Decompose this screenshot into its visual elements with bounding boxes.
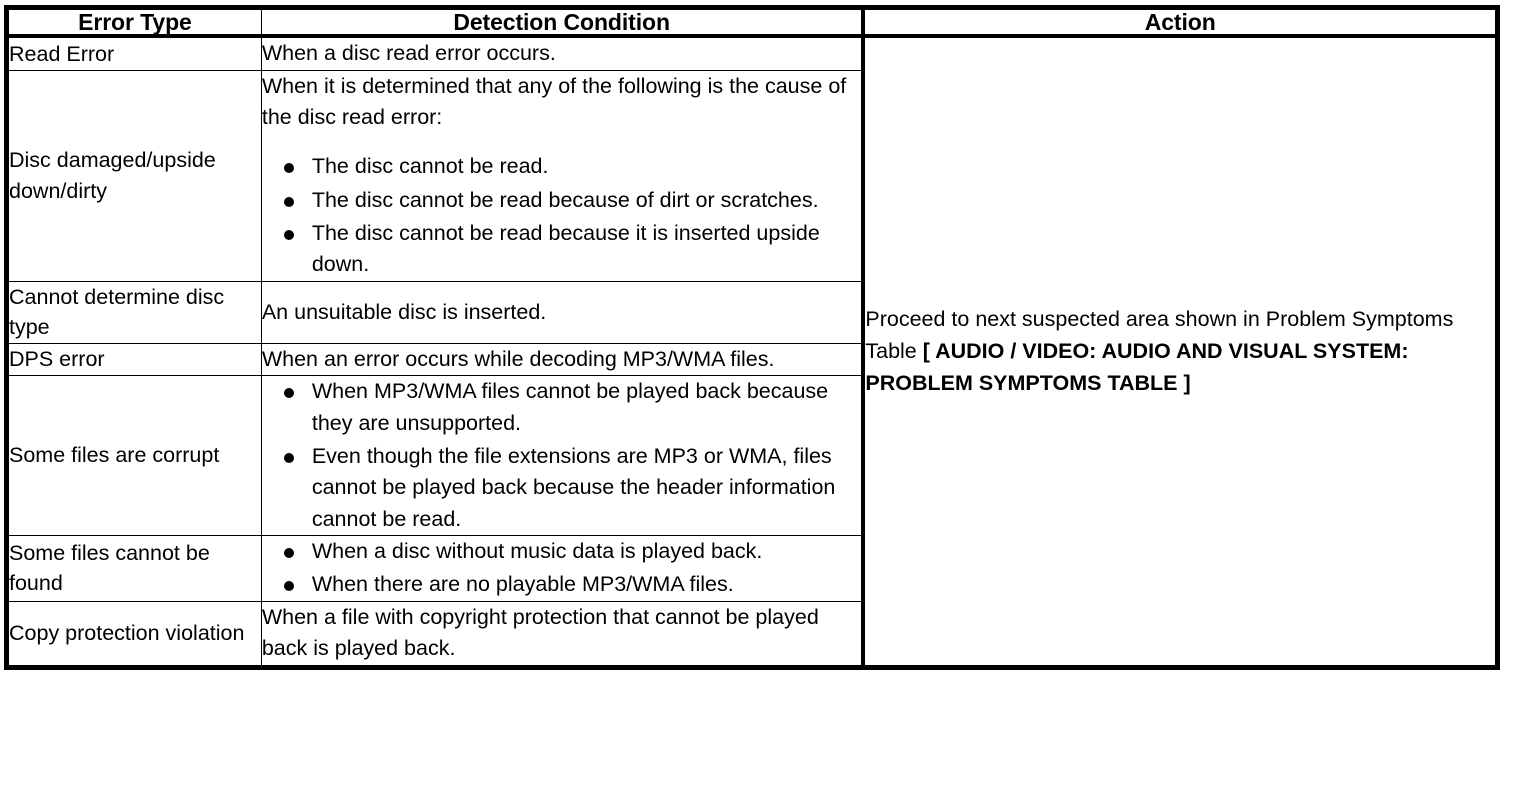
cell-error-type: Some files are corrupt: [6, 375, 262, 537]
list-item-label: When a disc without music data is played…: [311, 539, 763, 564]
condition-intro-text: When an error occurs while decoding MP3/…: [261, 346, 775, 371]
condition-intro-text: When a disc read error occurs.: [261, 41, 556, 66]
list-item: When a disc without music data is played…: [262, 536, 862, 567]
list-item-label: When there are no playable MP3/WMA files…: [311, 572, 734, 597]
cell-detection-condition: When a file with copyright protection th…: [260, 600, 864, 668]
table-row: Read Error When a disc read error occurs…: [6, 35, 1499, 668]
table-row: Some files cannot be found When a disc w…: [6, 535, 1498, 602]
cell-action: Proceed to next suspected area shown in …: [861, 35, 1499, 668]
list-item: The disc cannot be read because of dirt …: [262, 185, 862, 216]
bullet-dot-icon: [283, 388, 294, 399]
list-item-label: The disc cannot be read because of dirt …: [311, 187, 819, 212]
cell-error-type: Read Error: [6, 35, 262, 71]
bullet-dot-icon: [283, 548, 294, 559]
list-item: When MP3/WMA files cannot be played back…: [262, 376, 862, 439]
bullet-dot-icon: [283, 163, 294, 174]
list-item-label: When MP3/WMA files cannot be played back…: [311, 379, 829, 435]
list-item-label: The disc cannot be read.: [311, 154, 549, 179]
bullet-dot-icon: [283, 230, 294, 241]
cell-error-type: Copy protection violation: [6, 600, 262, 668]
table-row: Some files are corrupt When MP3/WMA file…: [6, 375, 1498, 537]
list-item-label: Even though the file extensions are MP3 …: [311, 443, 836, 531]
table-row: Cannot determine disc type An unsuitable…: [6, 280, 1498, 344]
error-diagnosis-table: Error Type Detection Condition Action Re…: [4, 5, 1500, 670]
cell-error-type: Disc damaged/upside down/dirty: [6, 69, 262, 282]
cell-error-type: Cannot determine disc type: [6, 280, 262, 344]
column-header-detection-condition: Detection Condition: [260, 7, 864, 39]
cell-error-type: Some files cannot be found: [6, 535, 262, 602]
action-reference-bold: [ AUDIO / VIDEO: AUDIO AND VISUAL SYSTEM…: [865, 339, 1409, 396]
condition-intro-text: When it is determined that any of the fo…: [261, 73, 847, 129]
table-row: DPS error When an error occurs while dec…: [6, 342, 1498, 377]
bullet-dot-icon: [283, 196, 294, 207]
cell-detection-condition: An unsuitable disc is inserted.: [260, 280, 864, 344]
column-header-error-type: Error Type: [6, 7, 262, 39]
cell-detection-condition: When it is determined that any of the fo…: [260, 69, 864, 282]
table-header: Error Type Detection Condition Action: [6, 7, 1499, 39]
list-item-label: The disc cannot be read because it is in…: [311, 221, 820, 277]
action-text: Proceed to next suspected area shown in …: [865, 303, 1495, 400]
header-row: Error Type Detection Condition Action: [6, 7, 1499, 39]
list-item: The disc cannot be read because it is in…: [262, 218, 862, 281]
condition-bullet-list: When a disc without music data is played…: [262, 536, 862, 601]
condition-bullet-list: When MP3/WMA files cannot be played back…: [262, 376, 862, 535]
bullet-dot-icon: [283, 452, 294, 463]
list-item: The disc cannot be read.: [262, 151, 862, 182]
cell-detection-condition: When a disc read error occurs.: [260, 35, 864, 71]
column-header-action: Action: [861, 7, 1499, 39]
cell-detection-condition: When an error occurs while decoding MP3/…: [260, 342, 864, 377]
condition-intro-text: When a file with copyright protection th…: [261, 604, 819, 661]
action-lead-text: Proceed to next suspected area shown in …: [865, 306, 1454, 364]
bullet-dot-icon: [283, 581, 294, 592]
table-row: Copy protection violation When a file wi…: [6, 600, 1498, 668]
cell-detection-condition: When MP3/WMA files cannot be played back…: [260, 375, 864, 537]
list-item: Even though the file extensions are MP3 …: [262, 441, 862, 535]
condition-bullet-list: The disc cannot be read. The disc cannot…: [262, 151, 862, 281]
list-item: When there are no playable MP3/WMA files…: [262, 569, 862, 600]
table-row: Disc damaged/upside down/dirty When it i…: [6, 69, 1498, 282]
table-body: Read Error When a disc read error occurs…: [6, 35, 1499, 668]
cell-detection-condition: When a disc without music data is played…: [260, 535, 864, 602]
cell-error-type: DPS error: [6, 342, 262, 377]
condition-intro-text: An unsuitable disc is inserted.: [261, 299, 547, 324]
